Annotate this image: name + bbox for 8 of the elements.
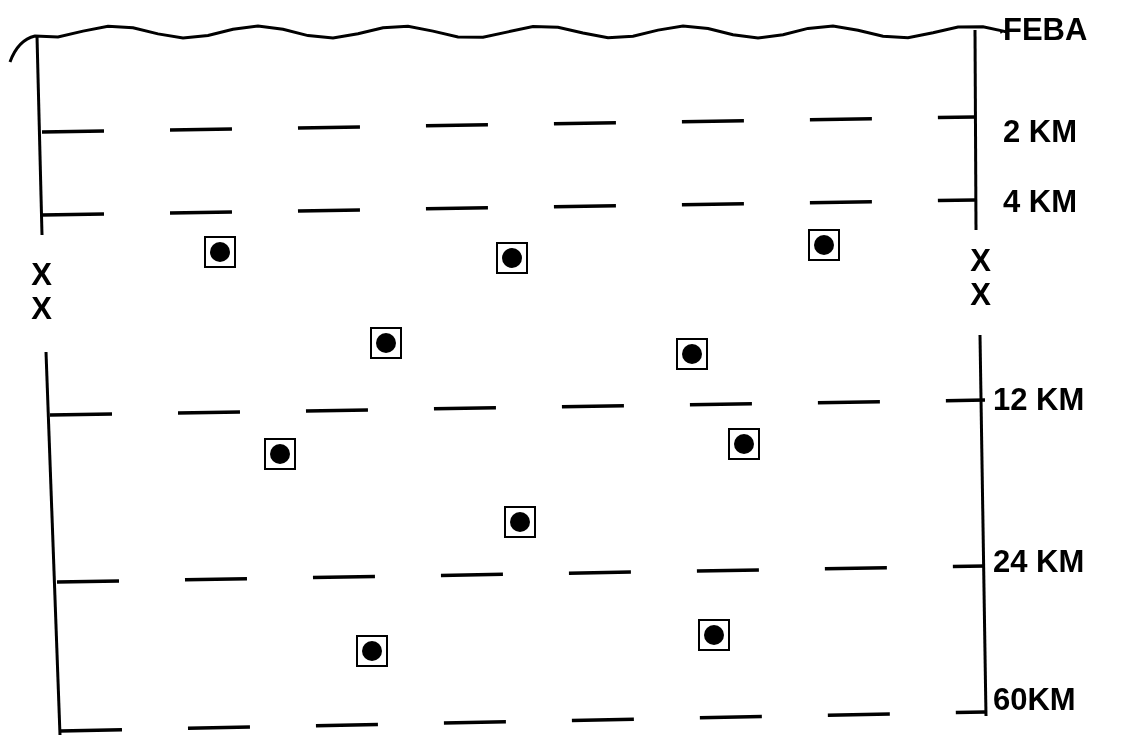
distance-label: 60KM	[993, 684, 1076, 715]
boundary-symbol: XX	[30, 258, 53, 327]
distance-label: 24 KM	[993, 546, 1085, 577]
distance-label: 4 KM	[1003, 186, 1078, 217]
distance-label: 2 KM	[1003, 116, 1078, 147]
boundary-symbol: XX	[969, 244, 992, 313]
distance-label: FEBA	[1003, 14, 1088, 45]
distance-label: 12 KM	[993, 384, 1085, 415]
